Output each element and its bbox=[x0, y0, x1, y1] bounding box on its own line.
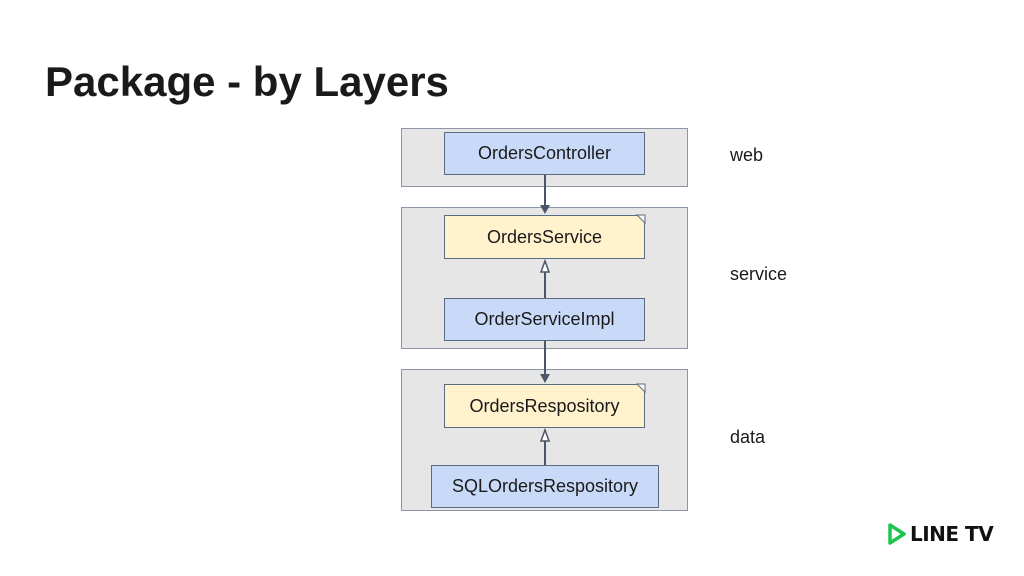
layer-label-web: web bbox=[730, 145, 764, 165]
node-sql-orders-repository: SQLOrdersRespository bbox=[431, 465, 659, 508]
layer-label-data: data bbox=[730, 427, 766, 447]
play-icon bbox=[888, 523, 906, 545]
node-orders-controller: OrdersController bbox=[444, 132, 645, 175]
line-tv-logo: LINE TV bbox=[888, 522, 994, 546]
layer-label-service: service bbox=[730, 264, 788, 284]
node-orders-service: OrdersService bbox=[444, 215, 645, 259]
node-orders-repository: OrdersRespository bbox=[444, 384, 645, 428]
page-title: Package - by Layers bbox=[45, 58, 449, 105]
logo-text: LINE TV bbox=[910, 522, 994, 546]
node-order-service-impl: OrderServiceImpl bbox=[444, 298, 645, 341]
